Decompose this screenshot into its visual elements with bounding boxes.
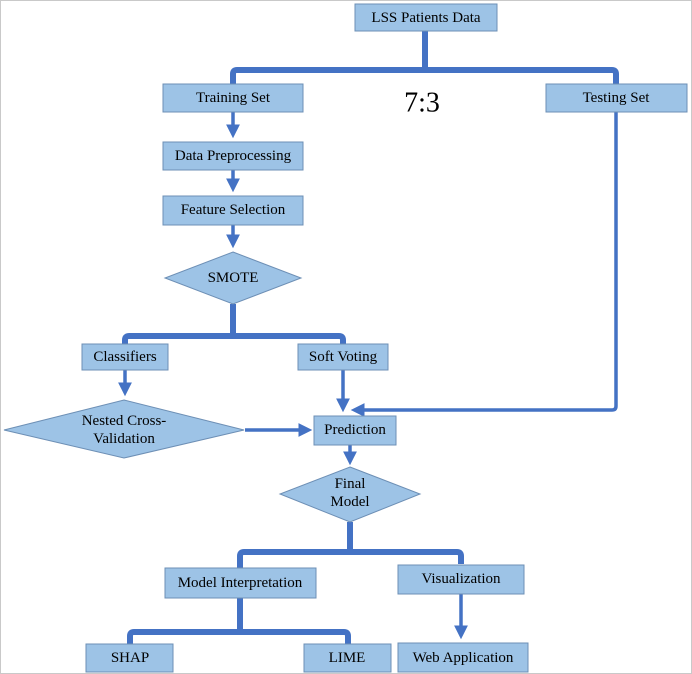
node-feature-selection-label: Feature Selection (181, 202, 286, 218)
node-feature-selection: Feature Selection (162, 195, 304, 226)
node-lime-label: LIME (329, 650, 366, 666)
connector-interpretation-split (127, 598, 351, 644)
node-testing-set: Testing Set (545, 83, 688, 113)
node-training-set-label: Training Set (196, 90, 271, 106)
node-smote: SMOTE (163, 251, 303, 305)
node-final-model: Final Model (278, 466, 422, 523)
node-final-model-label-line1: Final (335, 476, 366, 492)
node-nested-cv-label-line1: Nested Cross- (82, 413, 167, 429)
node-model-interpretation-label: Model Interpretation (178, 575, 303, 591)
node-classifiers: Classifiers (81, 343, 169, 371)
node-lss-patients-data: LSS Patients Data (354, 3, 498, 32)
node-prediction: Prediction (313, 415, 397, 446)
node-visualization-label: Visualization (421, 571, 501, 587)
node-visualization: Visualization (397, 564, 525, 595)
arrow-testing-set-to-prediction (350, 112, 618, 417)
node-shap: SHAP (85, 643, 174, 673)
node-web-application-label: Web Application (413, 650, 514, 666)
connector-smote-split (122, 304, 346, 344)
node-nested-cv-label-line2: Validation (93, 431, 155, 447)
connector-data-split (230, 31, 619, 84)
node-lime: LIME (303, 643, 392, 673)
node-lss-patients-data-label: LSS Patients Data (371, 10, 481, 26)
connectors (118, 31, 619, 644)
node-nested-cross-validation: Nested Cross- Validation (3, 399, 245, 459)
node-classifiers-label: Classifiers (93, 349, 156, 365)
node-testing-set-label: Testing Set (583, 90, 651, 106)
node-final-model-label-line2: Model (330, 494, 369, 510)
node-soft-voting-label: Soft Voting (309, 349, 378, 365)
node-model-interpretation: Model Interpretation (164, 567, 317, 599)
node-data-preprocessing: Data Preprocessing (162, 141, 304, 171)
node-training-set: Training Set (162, 83, 304, 113)
node-prediction-label: Prediction (324, 422, 386, 438)
node-soft-voting: Soft Voting (297, 343, 389, 371)
connector-final-model-split (237, 522, 464, 568)
node-web-application: Web Application (397, 642, 529, 673)
node-smote-label: SMOTE (208, 270, 259, 286)
node-data-preprocessing-label: Data Preprocessing (175, 148, 292, 164)
split-ratio-label: 7:3 (404, 88, 440, 119)
node-shap-label: SHAP (111, 650, 149, 666)
